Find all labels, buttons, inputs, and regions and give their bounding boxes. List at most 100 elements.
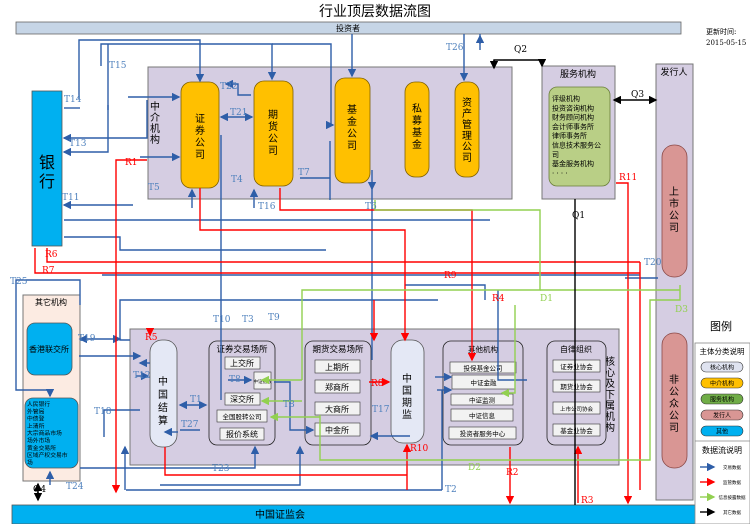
legend-flow: 信息披露数据 [700, 492, 746, 502]
self-reg-item[interactable]: 期货业协会 [552, 379, 601, 393]
flow-t13 [62, 100, 148, 143]
szse[interactable]: 深交所 [224, 392, 261, 406]
flow-label: T20 [644, 258, 662, 268]
flow-t18 [103, 409, 140, 437]
core-group-label: 核心及下属机构 [605, 355, 615, 434]
legend-entity-label: 发行人 [713, 412, 731, 420]
hkex[interactable]: 香港联交所 [26, 322, 73, 376]
legend-flow-label: 监管数据 [723, 479, 741, 486]
futures-company-label: 期货公司 [268, 109, 278, 157]
flow-t13b [62, 105, 109, 157]
flow-label: T21 [230, 108, 247, 118]
flow-label: T22 [220, 82, 237, 92]
self-reg-title: 自律组织 [560, 344, 592, 354]
private-fund-label: 私募基金 [412, 103, 422, 151]
flow-label: Q4 [33, 485, 46, 495]
shfe[interactable]: 上期所 [314, 359, 361, 374]
flow-label: R9 [444, 271, 457, 281]
csdc[interactable]: 中国结算 [149, 339, 178, 448]
issuer-title: 发行人 [660, 66, 687, 78]
flow-label: R6 [45, 250, 58, 260]
other-core-item-label: 投保基金公司 [464, 364, 503, 373]
service-item: 评级机构 [552, 94, 580, 103]
sec-exchange-title: 证券交易场所 [216, 344, 268, 355]
flow-r1 [111, 159, 147, 494]
securities-company[interactable]: 证券公司 [180, 81, 220, 189]
flow-t22 [224, 79, 251, 96]
service-item: 会计师事务所 [552, 122, 594, 131]
non-public-company[interactable]: 非公众公司 [661, 332, 688, 469]
sse[interactable]: 上交所 [224, 356, 261, 370]
self-reg-item[interactable]: 上市公司协会 [552, 401, 601, 415]
legend-flow: 其它数据 [700, 507, 741, 517]
quote-system[interactable]: 报价系统 [219, 427, 265, 441]
szse-label: 深交所 [230, 394, 254, 404]
legend-title: 图例 [710, 319, 732, 333]
dce-label: 大商所 [325, 404, 349, 414]
other-core-item[interactable]: 中证金融 [451, 374, 516, 390]
neeq[interactable]: 全国股转公司 [216, 409, 268, 423]
csrc-bar[interactable]: 中国证监会 [11, 504, 750, 524]
other-core-item[interactable]: 中证信息 [450, 408, 514, 422]
other-orgs-title: 其它机构 [35, 297, 67, 307]
flow-label: T25 [10, 277, 28, 287]
flow-d-info [500, 305, 516, 398]
bank[interactable]: 银行 [31, 90, 63, 247]
flow-t15 [100, 43, 277, 81]
flow-t9 [497, 290, 527, 381]
self-reg-item[interactable]: 基金业协会 [552, 423, 601, 437]
other-core-item[interactable]: 投保基金公司 [449, 361, 517, 374]
self-reg-item[interactable]: 证券业协会 [552, 359, 601, 373]
flow-b5 [405, 284, 486, 300]
other-org-item: 大宗商品市场 [27, 429, 62, 437]
flow-label: T26 [446, 43, 464, 53]
futures-company[interactable]: 期货公司 [253, 80, 294, 187]
other-core-item[interactable]: 投资者服务中心 [448, 426, 517, 440]
hkex-label: 香港联交所 [29, 344, 69, 354]
flow-label: T12 [133, 371, 150, 381]
other-org-item: 黄金交易所 [27, 444, 56, 452]
other-org-item: 场 [27, 458, 33, 466]
asset-management-company[interactable]: 资产管理公司 [454, 81, 480, 178]
service-item: 财务顾问机构 [552, 113, 594, 122]
service-item: 基金服务机构 [552, 159, 594, 168]
fund-company[interactable]: 基金公司 [334, 77, 371, 184]
flow-t11c [64, 236, 326, 251]
service-title: 服务机构 [560, 68, 596, 80]
flow-label: T6 [365, 202, 377, 212]
flow-label: R8 [371, 379, 384, 389]
flow-t8b [274, 381, 315, 435]
flow-t24b [160, 445, 305, 486]
flow-label: T3 [242, 315, 254, 325]
other-core-item[interactable]: 中证监测 [450, 393, 514, 406]
csrc-label: 中国证监会 [255, 508, 305, 521]
intermediary-label: 中介机构 [150, 100, 160, 146]
cfmmc[interactable]: 中国期监 [390, 339, 425, 444]
flow-t23 [80, 445, 260, 469]
private-fund[interactable]: 私募基金 [404, 81, 430, 178]
other-org-item: 场外市场 [27, 437, 50, 445]
flow-label: Q1 [572, 211, 585, 221]
legend-flow-label: 信息披露数据 [719, 494, 746, 501]
legend-flow: 监管数据 [700, 477, 741, 487]
legend-entity-label: 其他 [716, 428, 728, 436]
investor-bar[interactable]: 投资者 [15, 21, 682, 35]
dce[interactable]: 大商所 [314, 401, 361, 416]
other-org-item: 人民银行 [27, 400, 50, 408]
legend-entity: 中介机构 [700, 377, 744, 389]
other-org-item: 外管局 [27, 407, 45, 415]
flow-r-sec [199, 188, 410, 342]
listed-company[interactable]: 上市公司 [661, 144, 688, 278]
csdc-label: 中国结算 [158, 375, 168, 427]
update-label: 更新时间: [706, 27, 736, 36]
flow-label: R7 [42, 266, 55, 276]
service-institutions[interactable]: 服务机构 评级机构投资咨询机构财务顾问机构会计师事务所律师事务所信息技术服务公司… [541, 65, 616, 200]
cffex[interactable]: 中金所 [314, 422, 361, 437]
flow-label: T27 [181, 420, 199, 430]
czce[interactable]: 郑商所 [314, 379, 361, 394]
fut-exchange-title: 期货交易场所 [312, 344, 364, 355]
